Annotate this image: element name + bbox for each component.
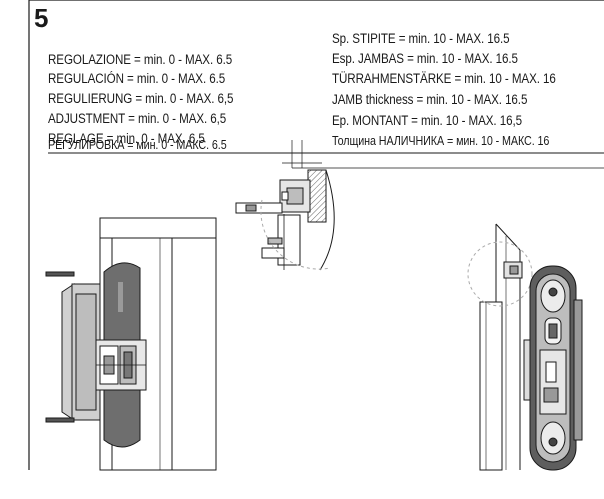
adjustment-line-ru: РЕГУЛИРОВКА = мин. 0 - МАКС. 6.5 [48, 138, 227, 152]
adjustment-line-it: REGOLAZIONE = min. 0 - MAX. 6.5 [48, 52, 233, 67]
jamb-line-ru: Толщина НАЛИЧНИКА = мин. 10 - МАКС. 16 [332, 134, 550, 148]
jamb-line-es: Esp. JAMBAS = min. 10 - MAX. 16.5 [332, 51, 518, 66]
hinge-side-view [45, 217, 217, 471]
hinge-front-view [467, 223, 583, 471]
adjustment-line-en: ADJUSTMENT = min. 0 - MAX. 6,5 [48, 111, 227, 126]
detail-cross-section [235, 140, 335, 271]
jamb-line-de: TÜRRAHMENSTÄRKE = min. 10 - MAX. 16 [332, 71, 556, 86]
jamb-line-fr: Ep. MONTANT = min. 10 - MAX. 16,5 [332, 113, 522, 128]
adjustment-line-fr: REGLAGE = min. 0 - MAX. 6.5 [48, 131, 205, 146]
step-number: 5 [34, 3, 49, 33]
jamb-line-en: JAMB thickness = min. 10 - MAX. 16.5 [332, 92, 528, 107]
page-border [28, 0, 604, 470]
jamb-line-it: Sp. STIPITE = min. 10 - MAX. 16.5 [332, 31, 510, 46]
adjustment-line-es: REGULACIÓN = min. 0 - MAX. 6.5 [48, 71, 226, 86]
adjustment-line-de: REGULIERUNG = min. 0 - MAX. 6,5 [48, 91, 234, 106]
